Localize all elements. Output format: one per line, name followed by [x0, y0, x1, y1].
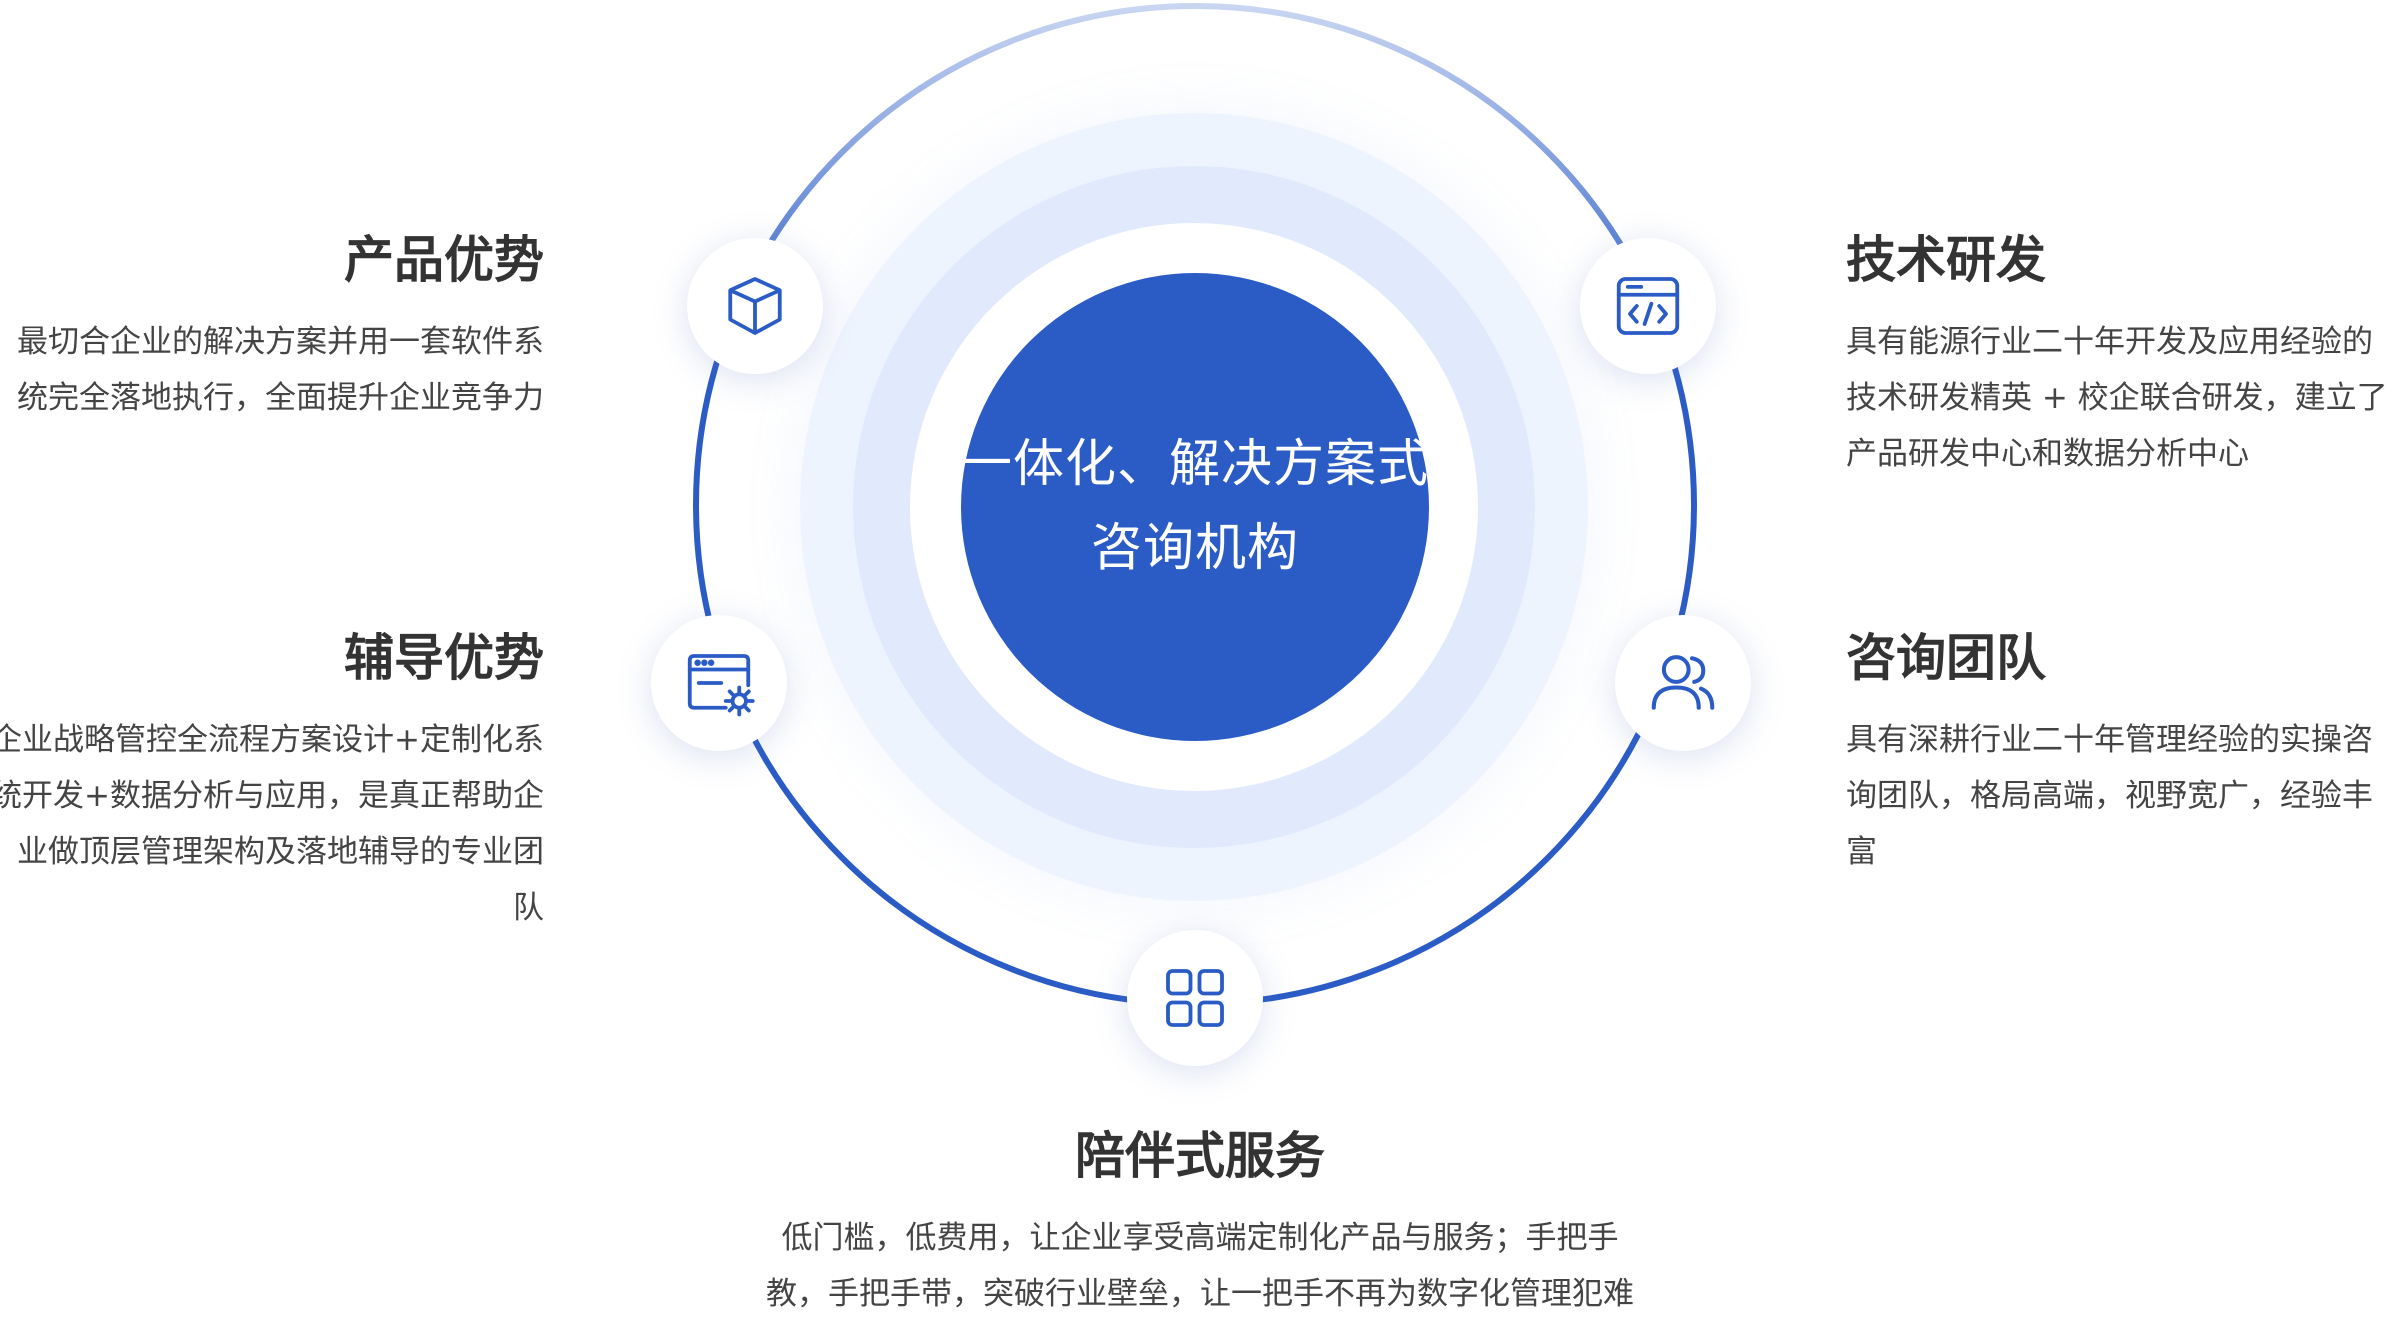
feature-team: 咨询团队 具有深耕行业二十年管理经验的实操咨询团队，格局高端，视野宽广，经验丰富	[1846, 626, 2400, 880]
feature-service-desc: 低门槛，低费用，让企业享受高端定制化产品与服务；手把手教，手把手带，突破行业壁垒…	[766, 1220, 1634, 1312]
feature-tech-desc: 具有能源行业二十年开发及应用经验的技术研发精英 + 校企联合研发，建立了产品研发…	[1846, 324, 2388, 472]
center-title-line2: 咨询机构	[1090, 519, 1299, 578]
center-badge: 一体化、解决方案式 咨询机构	[961, 273, 1429, 741]
feature-product-title: 产品优势	[344, 231, 544, 289]
node-coaching[interactable]	[651, 615, 787, 751]
node-team[interactable]	[1615, 615, 1751, 751]
feature-team-title: 咨询团队	[1846, 629, 2046, 687]
feature-tech: 技术研发 具有能源行业二十年开发及应用经验的技术研发精英 + 校企联合研发，建立…	[1846, 228, 2400, 482]
feature-coaching: 辅导优势 企业战略管控全流程方案设计+定制化系统开发+数据分析与应用，是真正帮助…	[0, 626, 544, 936]
feature-product-desc: 最切合企业的解决方案并用一套软件系统完全落地执行，全面提升企业竞争力	[17, 324, 544, 416]
node-tech[interactable]	[1580, 238, 1716, 374]
feature-service: 陪伴式服务 低门槛，低费用，让企业享受高端定制化产品与服务；手把手教，手把手带，…	[740, 1124, 1660, 1322]
node-product[interactable]	[687, 238, 823, 374]
center-title-line1: 一体化、解决方案式	[961, 435, 1430, 494]
code-window-icon	[1616, 277, 1680, 335]
settings-window-icon	[687, 654, 755, 717]
node-service[interactable]	[1127, 930, 1263, 1066]
feature-product: 产品优势 最切合企业的解决方案并用一套软件系统完全落地执行，全面提升企业竞争力	[0, 228, 544, 426]
cube-icon	[728, 277, 782, 335]
feature-tech-title: 技术研发	[1846, 231, 2046, 289]
feature-team-desc: 具有深耕行业二十年管理经验的实操咨询团队，格局高端，视野宽广，经验丰富	[1846, 722, 2373, 870]
feature-coaching-desc: 企业战略管控全流程方案设计+定制化系统开发+数据分析与应用，是真正帮助企业做顶层…	[0, 722, 544, 926]
users-icon	[1651, 655, 1715, 710]
grid-apps-icon	[1166, 969, 1224, 1027]
feature-service-title: 陪伴式服务	[1075, 1127, 1325, 1185]
feature-coaching-title: 辅导优势	[344, 629, 544, 687]
